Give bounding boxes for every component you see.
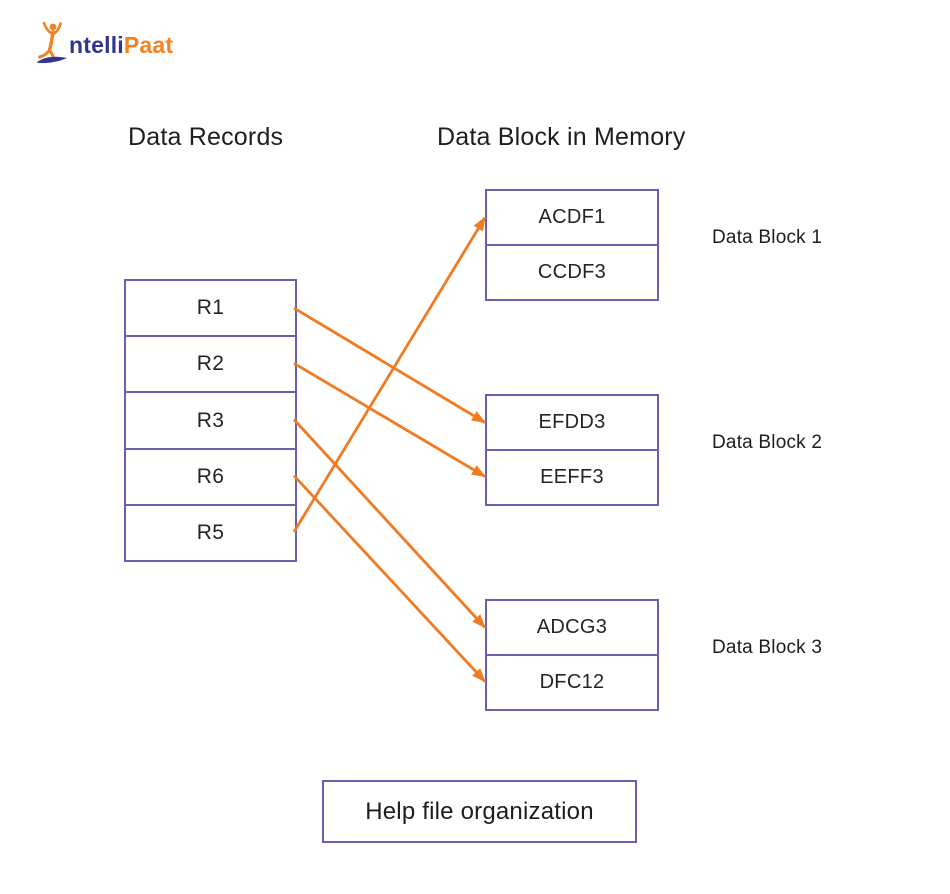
intellipaat-logo: ntelliPaat	[36, 22, 173, 64]
data-block-2: EFDD3 EEFF3	[485, 394, 659, 506]
record-to-block-arrow	[293, 306, 486, 424]
logo-dancer-icon	[36, 22, 67, 64]
logo-wordmark: ntelliPaat	[69, 34, 173, 64]
record-to-block-arrow	[292, 216, 487, 533]
record-cell: R5	[126, 503, 295, 560]
record-to-block-arrow	[293, 362, 486, 478]
record-cell: R6	[126, 447, 295, 504]
data-block-3: ADCG3 DFC12	[485, 599, 659, 711]
record-cell: R2	[126, 335, 295, 391]
logo-text-ntelli: ntelli	[69, 32, 124, 58]
block-cell: ADCG3	[536, 616, 608, 638]
record-to-block-arrow	[292, 474, 487, 683]
data-block-2-label: Data Block 2	[712, 432, 823, 453]
block-cell: DFC12	[487, 654, 657, 709]
caption-box: Help file organization	[322, 780, 637, 843]
block-cell: CCDF3	[487, 244, 657, 299]
data-block-1: ACDF1 CCDF3	[485, 189, 659, 301]
data-records-box: R1 R2 R3 R6 R5	[124, 279, 297, 562]
record-to-block-arrow	[292, 418, 487, 629]
heading-data-block-in-memory: Data Block in Memory	[437, 123, 686, 151]
caption-text: Help file organization	[365, 797, 594, 825]
block-cell: EEFF3	[487, 449, 657, 504]
heading-data-records: Data Records	[128, 123, 284, 151]
data-block-1-label: Data Block 1	[712, 227, 823, 248]
data-block-3-label: Data Block 3	[712, 637, 823, 658]
block-cell: EFDD3	[538, 411, 606, 433]
block-cell: ACDF1	[538, 206, 606, 228]
record-cell: R1	[196, 296, 225, 320]
logo-text-paat: Paat	[123, 32, 174, 58]
record-cell: R3	[126, 391, 295, 447]
